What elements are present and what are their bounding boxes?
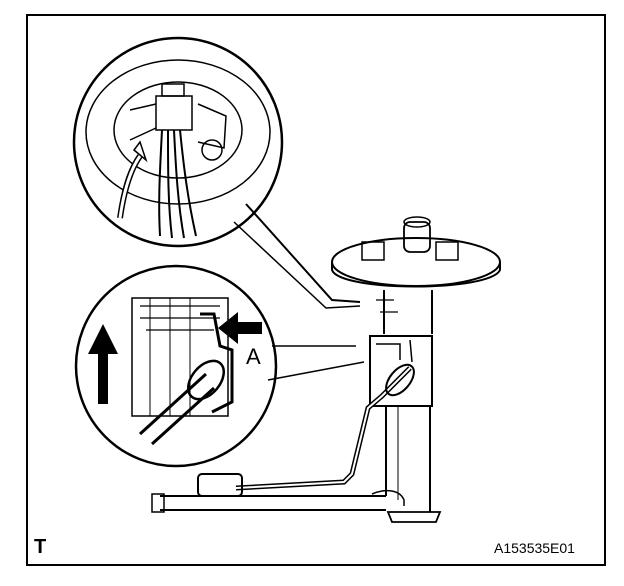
up-arrow-icon: [88, 324, 118, 404]
fuel-pump-assembly: [151, 216, 501, 523]
figure-id: A153535E01: [494, 540, 575, 556]
bottom-detail-circle: [74, 264, 365, 468]
top-detail-circle: [72, 36, 361, 309]
corner-code: T: [34, 536, 47, 558]
left-arrow-icon: [218, 312, 262, 344]
callout-label-a: A: [246, 344, 261, 369]
